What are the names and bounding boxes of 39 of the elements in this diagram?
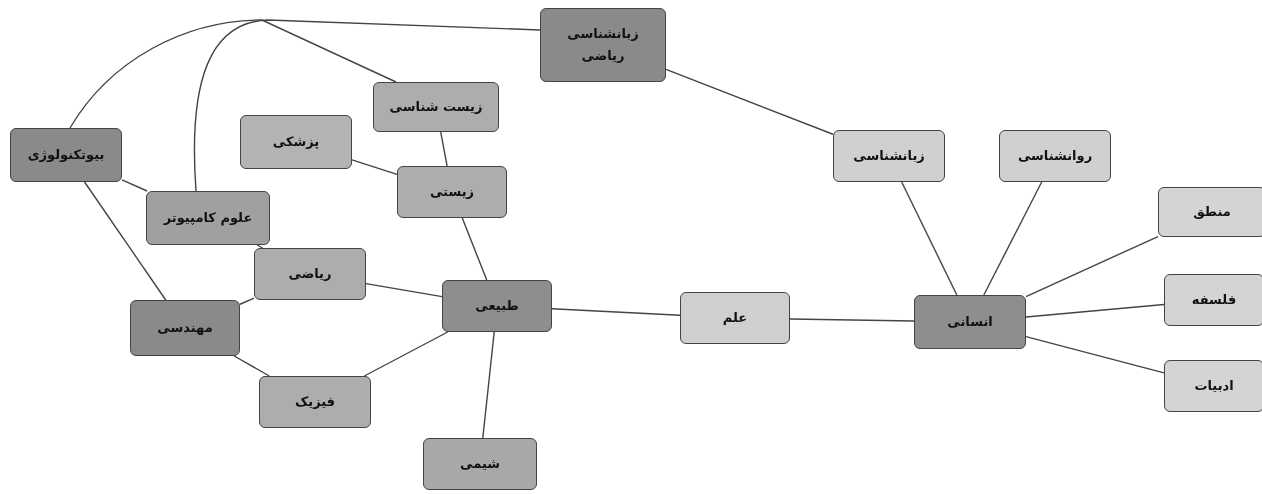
topic-box: ریاضی [254,248,366,300]
topic-box: ادبیات [1164,360,1262,412]
connector-line [69,19,397,129]
connector-line [83,181,167,301]
connector-line [789,318,915,322]
connector-line [461,217,488,281]
topic-box: زبانشناسی [833,130,945,182]
topic-box: منطق [1158,187,1262,237]
topic-box: فیزیک [259,376,371,428]
topic-box: انسانی [914,295,1026,349]
connector-line [121,179,148,192]
connector-line [551,308,681,316]
connector-line [901,181,958,296]
connector-line [1025,235,1159,298]
connector-line [233,355,270,377]
connector-line [365,282,443,298]
topic-box: علم [680,292,790,344]
connector-line [1025,336,1165,374]
topic-box: فلسفه [1164,274,1262,326]
connector-line [363,331,449,377]
connector-line [440,131,448,167]
connector-line [256,244,264,249]
topic-box: زیستی [397,166,507,218]
topic-box: روانشناسی [999,130,1111,182]
connector-line [482,331,495,439]
topic-box: بیوتکنولوژی [10,128,122,182]
topic-box: شیمی [423,438,537,490]
topic-box: زیست شناسی [373,82,499,132]
connector-line [983,181,1043,296]
connector-line [193,19,541,192]
connector-line [1025,303,1165,318]
connector-line [351,159,398,176]
topic-box: پزشکی [240,115,352,169]
connector-line [239,297,255,305]
topic-box: طبیعی [442,280,552,332]
topic-box: مهندسی [130,300,240,356]
connector-line [665,68,834,135]
topic-box: علوم کامپیوتر [146,191,270,245]
topic-box: زبانشناسی ریاضی [540,8,666,82]
